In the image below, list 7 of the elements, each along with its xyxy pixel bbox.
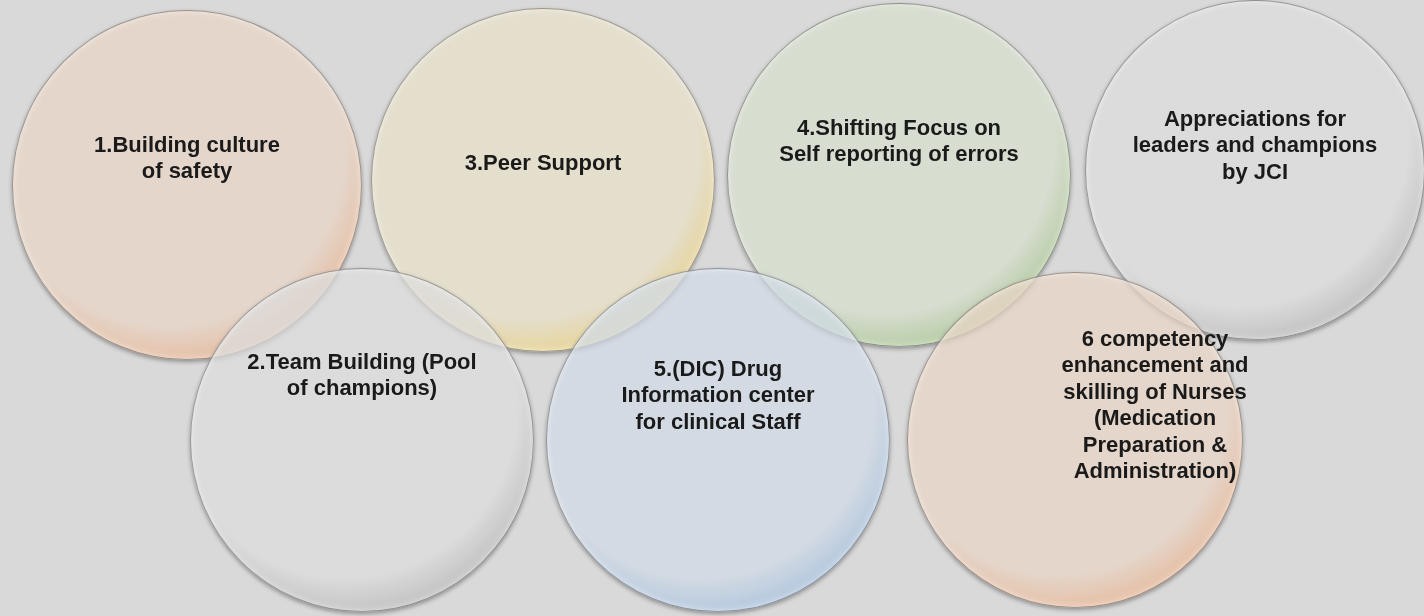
- circle-label: 6 competency enhancement and skilling of Nurses (Medication Preparation & Administration): [1060, 326, 1250, 485]
- circle-label: 4.Shifting Focus on Self reporting of errors: [779, 115, 1019, 168]
- circle-label: Appreciations for leaders and champions by JCI: [1131, 106, 1379, 186]
- circle-label: 1.Building culture of safety: [93, 132, 281, 185]
- circle-label: 5.(DIC) Drug Information center for clinical Staff: [620, 356, 816, 436]
- circle-label: 2.Team Building (Pool of champions): [246, 349, 478, 402]
- circle-label: 3.Peer Support: [463, 150, 623, 177]
